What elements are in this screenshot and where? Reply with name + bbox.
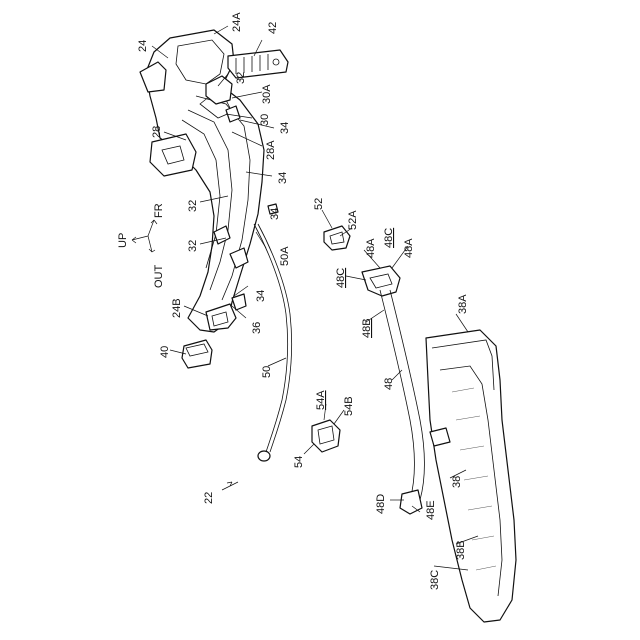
label-34: 34 (255, 290, 267, 302)
label-54A: 54A (315, 390, 327, 410)
label-34: 34 (277, 172, 289, 184)
label-42: 42 (267, 22, 279, 34)
label-52: 52 (313, 198, 325, 210)
label-32: 32 (187, 240, 199, 252)
label-50: 50 (261, 366, 273, 378)
label-up: UP (117, 233, 129, 248)
label-48A: 48A (365, 238, 377, 258)
label-48E: 48E (425, 500, 437, 520)
label-54: 54 (293, 456, 305, 468)
label-48: 48 (383, 378, 395, 390)
label-34: 34 (269, 208, 281, 220)
label-fr: FR (153, 203, 165, 218)
label-48A: 48A (403, 238, 415, 258)
label-48B: 48B (361, 318, 373, 338)
label-34: 34 (279, 122, 291, 134)
label-36: 36 (251, 322, 263, 334)
label-48C: 48C (335, 268, 347, 288)
label-38C: 38C (429, 570, 441, 590)
label-out: OUT (153, 265, 165, 289)
cap-40 (182, 340, 212, 368)
compass-labels: UP FR OUT (117, 203, 165, 288)
label-28: 28 (151, 126, 163, 138)
label-30A: 30A (261, 84, 273, 104)
label-24: 24 (137, 40, 149, 52)
label-50A: 50A (279, 246, 291, 266)
label-38B: 38B (455, 540, 467, 560)
compass-axes (132, 220, 157, 252)
label-32: 32 (187, 200, 199, 212)
label-22: 22 (203, 492, 215, 504)
label-48C: 48C (383, 228, 395, 248)
label-28A: 28A (265, 140, 277, 160)
clip-54 (312, 420, 340, 452)
label-38A: 38A (457, 294, 469, 314)
label-24B: 24B (171, 298, 183, 318)
label-32: 32 (235, 72, 247, 84)
label-54B: 54B (343, 396, 355, 416)
label-38: 38 (451, 476, 463, 488)
label-30: 30 (259, 114, 271, 126)
label-48D: 48D (375, 494, 387, 514)
label-40: 40 (159, 346, 171, 358)
label-52A: 52A (347, 210, 359, 230)
label-24A: 24A (231, 12, 243, 32)
